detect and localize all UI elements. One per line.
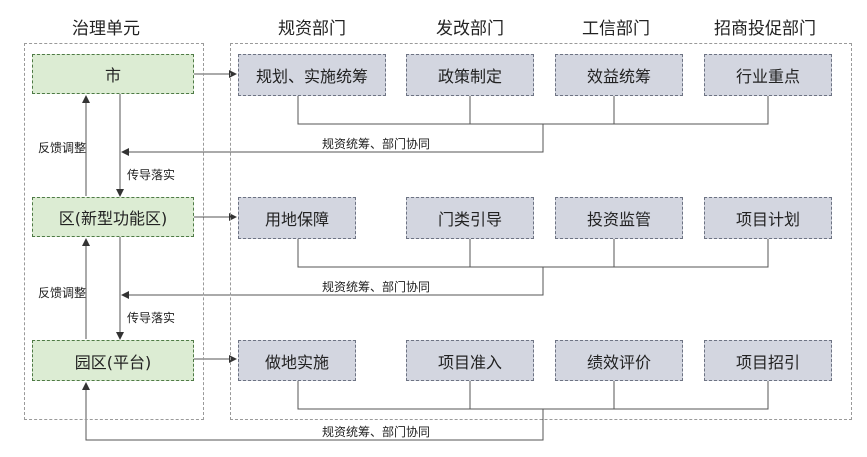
unit-park: 园区(平台) bbox=[32, 340, 194, 381]
header-dept-development: 发改部门 bbox=[436, 19, 504, 39]
task-investment-supervision: 投资监管 bbox=[555, 197, 683, 239]
task-planning-coordination: 规划、实施统筹 bbox=[238, 54, 386, 96]
label-feedback-2: 反馈调整 bbox=[38, 286, 87, 300]
header-governance-unit: 治理单元 bbox=[72, 19, 140, 39]
unit-panel bbox=[24, 43, 204, 420]
coord-arrow-1 bbox=[121, 124, 544, 156]
task-industry-focus: 行业重点 bbox=[704, 54, 832, 96]
header-dept-investment: 招商投促部门 bbox=[714, 19, 816, 39]
task-land-guarantee: 用地保障 bbox=[238, 197, 356, 239]
label-transmit-1: 传导落实 bbox=[127, 168, 176, 182]
task-benefit-coordination: 效益统筹 bbox=[555, 54, 683, 96]
task-land-implementation: 做地实施 bbox=[238, 340, 356, 381]
coord-arrow-3 bbox=[82, 382, 544, 441]
task-category-guidance: 门类引导 bbox=[406, 197, 534, 239]
label-coordination-2: 规资统筹、部门协同 bbox=[322, 280, 431, 294]
unit-district: 区(新型功能区) bbox=[32, 197, 194, 237]
header-dept-industry: 工信部门 bbox=[582, 19, 650, 39]
task-performance-evaluation: 绩效评价 bbox=[555, 340, 683, 381]
task-project-attraction: 项目招引 bbox=[704, 340, 832, 381]
label-transmit-2: 传导落实 bbox=[127, 311, 176, 325]
label-coordination-3: 规资统筹、部门协同 bbox=[322, 425, 431, 439]
header-dept-planning: 规资部门 bbox=[278, 19, 346, 39]
label-coordination-1: 规资统筹、部门协同 bbox=[322, 137, 431, 151]
label-feedback-1: 反馈调整 bbox=[38, 141, 87, 155]
task-policy-making: 政策制定 bbox=[406, 54, 534, 96]
task-project-access: 项目准入 bbox=[406, 340, 534, 381]
unit-city: 市 bbox=[32, 54, 194, 94]
coord-arrow-2 bbox=[121, 267, 544, 299]
dept-panel bbox=[230, 43, 852, 420]
task-project-plan: 项目计划 bbox=[704, 197, 832, 239]
